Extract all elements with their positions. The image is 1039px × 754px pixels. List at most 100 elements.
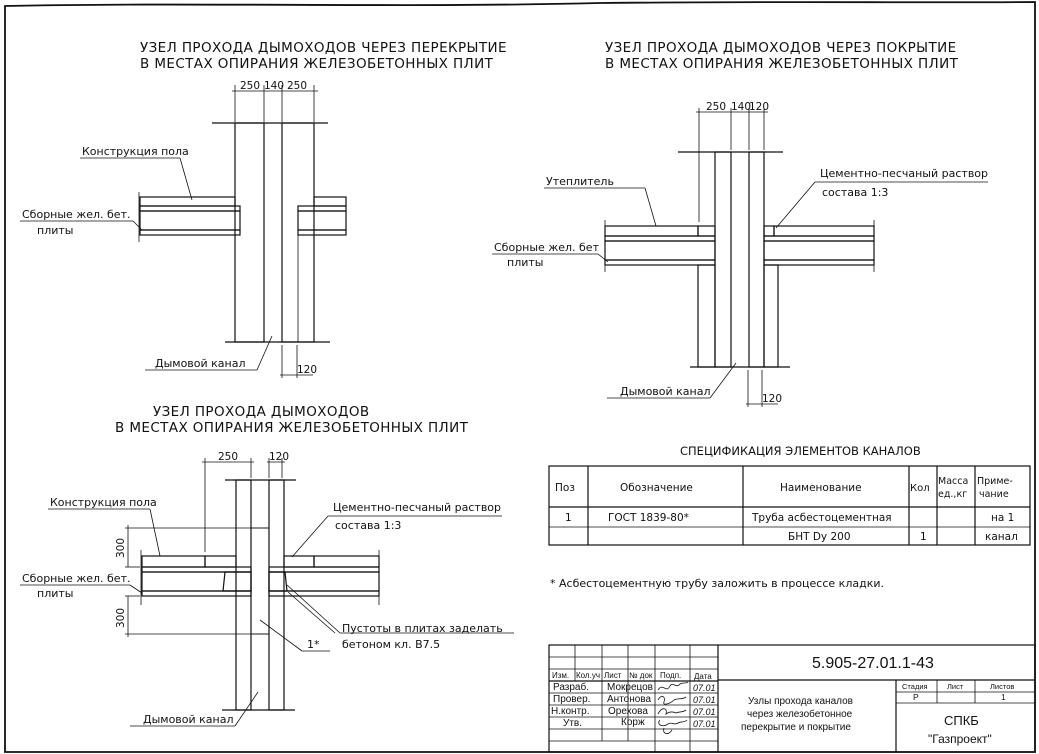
signer-name: Антонова [607, 694, 652, 705]
sheet-border [4, 1, 1036, 753]
dim-300-lower: 300 [115, 608, 127, 628]
signer-role: Утв. [563, 718, 582, 729]
dim-140: 140 [731, 101, 751, 113]
label-stage: Стадия [902, 682, 928, 691]
label-mortar-line1: Цементно-песчаный раствор [333, 501, 501, 514]
spec-header-mass-1: Масса [938, 476, 968, 487]
spec-header-pos: Поз [555, 482, 575, 494]
signer-name: Мокрецов [607, 682, 653, 693]
spec-cell-note: канал [985, 531, 1018, 543]
slab-void [139, 210, 241, 231]
label-flue-channel: Дымовой канал [155, 357, 246, 370]
drawing3-title-line1: УЗЕЛ ПРОХОДА ДЫМОХОДОВ [153, 404, 370, 420]
spec-header-note-1: Приме- [977, 476, 1013, 487]
drawing1-title-line2: В МЕСТАХ ОПИРАНИЯ ЖЕЛЕЗОБЕТОННЫХ ПЛИТ [140, 56, 494, 72]
dim-250: 250 [218, 451, 238, 463]
sheet-title-line1: Узлы прохода каналов [748, 696, 853, 707]
dim-300-upper: 300 [115, 538, 127, 558]
signer-date: 07.01 [693, 707, 716, 717]
signature [657, 696, 687, 705]
signer-role: Н.контр. [551, 706, 590, 717]
label-mortar-line1: Цементно-песчаный раствор [820, 167, 988, 180]
label-sheet: Лист [947, 682, 964, 691]
specification-table: СПЕЦИФИКАЦИЯ ЭЛЕМЕНТОВ КАНАЛОВ Поз Обозн… [548, 444, 1031, 590]
signature [657, 681, 689, 691]
label-sheets: Листов [990, 682, 1014, 691]
signer-role: Разраб. [553, 681, 589, 693]
chimney-wall-left [235, 479, 252, 711]
label-voids-line1: Пустоты в плитах заделать [342, 622, 503, 635]
label-insulation: Утеплитель [546, 175, 614, 188]
org-name-line2: "Газпроект" [928, 732, 992, 746]
drawing2-title-line1: УЗЕЛ ПРОХОДА ДЫМОХОДОВ ЧЕРЕЗ ПОКРЫТИЕ [605, 40, 957, 56]
label-slabs-line2: плиты [37, 587, 73, 600]
spec-cell-qty: 1 [920, 531, 927, 543]
tb-header-date: Дата [694, 672, 712, 681]
spec-title: СПЕЦИФИКАЦИЯ ЭЛЕМЕНТОВ КАНАЛОВ [680, 444, 921, 458]
label-flue-channel: Дымовой канал [620, 385, 711, 398]
spec-cell-designation: ГОСТ 1839-80* [608, 512, 689, 524]
org-name-line1: СПКБ [944, 713, 979, 728]
tb-header-signature: Подп. [660, 671, 681, 680]
tb-header-izm: Изм. [552, 671, 569, 680]
spec-row: 1 ГОСТ 1839-80* Труба асбестоцементная н… [565, 512, 1014, 524]
floor-construction [139, 196, 236, 207]
tb-header-list: Лист [604, 671, 622, 680]
label-voids-line2: бетоном кл. В7.5 [342, 638, 440, 651]
value-stage: Р [913, 692, 919, 702]
spec-footnote: * Асбестоцементную трубу заложить в проц… [550, 577, 884, 590]
chimney-wall-right [748, 151, 765, 368]
drawing3-title-line2: В МЕСТАХ ОПИРАНИЯ ЖЕЛЕЗОБЕТОННЫХ ПЛИТ [115, 420, 469, 436]
mortar-fill [697, 225, 716, 237]
title-block: Изм. Кол.уч Лист № док Подп. Дата Разраб… [548, 644, 1036, 753]
floor-construction [141, 555, 206, 568]
spec-header-note-2: чание [979, 489, 1009, 500]
signer-date: 07.01 [693, 719, 716, 729]
label-slabs-line1: Сборные жел. бет [494, 241, 600, 254]
label-mortar-line2: состава 1:3 [335, 519, 401, 532]
signer-date: 07.01 [693, 683, 716, 693]
label-slabs-line1: Сборные жел. бет. [22, 572, 130, 585]
mortar-fill [204, 555, 237, 568]
drawing1-title-line1: УЗЕЛ ПРОХОДА ДЫМОХОДОВ ЧЕРЕЗ ПЕРЕКРЫТИЕ [140, 40, 507, 56]
insulation-layer [604, 225, 699, 237]
label-position-1: 1* [307, 638, 320, 651]
spec-header-qty: Кол [910, 483, 930, 494]
dim-140: 140 [264, 80, 284, 92]
sheet-title-line3: перекрытие и покрытие [741, 722, 851, 733]
label-mortar-line2: состава 1:3 [822, 186, 888, 199]
value-sheets: 1 [1001, 692, 1006, 702]
void-concrete-fill [222, 571, 252, 592]
signer-role: Провер. [553, 694, 590, 705]
signer-name: Корж [621, 717, 645, 728]
dim-250: 250 [240, 80, 260, 92]
label-floor-construction: Конструкция пола [82, 145, 189, 158]
dim-250: 250 [706, 101, 726, 113]
tb-header-kol-uch: Кол.уч [576, 671, 600, 680]
chimney-wall-right [268, 479, 285, 711]
drawing-slab-support-passage: УЗЕЛ ПРОХОДА ДЫМОХОДОВ В МЕСТАХ ОПИРАНИЯ… [20, 404, 514, 727]
spec-cell-name: Труба асбестоцементная [751, 512, 892, 524]
drawing-floor-passage: УЗЕЛ ПРОХОДА ДЫМОХОДОВ ЧЕРЕЗ ПЕРЕКРЫТИЕ … [20, 40, 507, 378]
asbestos-pipe [250, 527, 270, 635]
signer-row: Утв. Корж 07.01 [563, 717, 716, 734]
spec-header-name: Наименование [780, 482, 862, 494]
drawing2-title-line2: В МЕСТАХ ОПИРАНИЯ ЖЕЛЕЗОБЕТОННЫХ ПЛИТ [605, 56, 959, 72]
dim-250: 250 [287, 80, 307, 92]
spec-cell-note: на 1 [991, 512, 1014, 524]
spec-cell-pos: 1 [565, 512, 572, 524]
drawing-code: 5.905-27.01.1-43 [812, 655, 934, 672]
spec-cell-name: БНТ Dy 200 [788, 531, 851, 543]
label-floor-construction: Конструкция пола [50, 496, 157, 509]
label-flue-channel: Дымовой канал [143, 713, 234, 726]
signer-name: Орехова [608, 706, 648, 717]
spec-row: БНТ Dy 200 1 канал [788, 531, 1018, 543]
drawing-roof-passage: УЗЕЛ ПРОХОДА ДЫМОХОДОВ ЧЕРЕЗ ПОКРЫТИЕ В … [492, 40, 988, 407]
signer-row: Провер. Антонова 07.01 [553, 694, 716, 705]
label-slabs-line2: плиты [37, 224, 73, 237]
dim-120: 120 [297, 364, 317, 376]
signature [658, 719, 688, 734]
signer-row: Н.контр. Орехова 07.01 [551, 706, 716, 717]
dim-120: 120 [749, 101, 769, 113]
